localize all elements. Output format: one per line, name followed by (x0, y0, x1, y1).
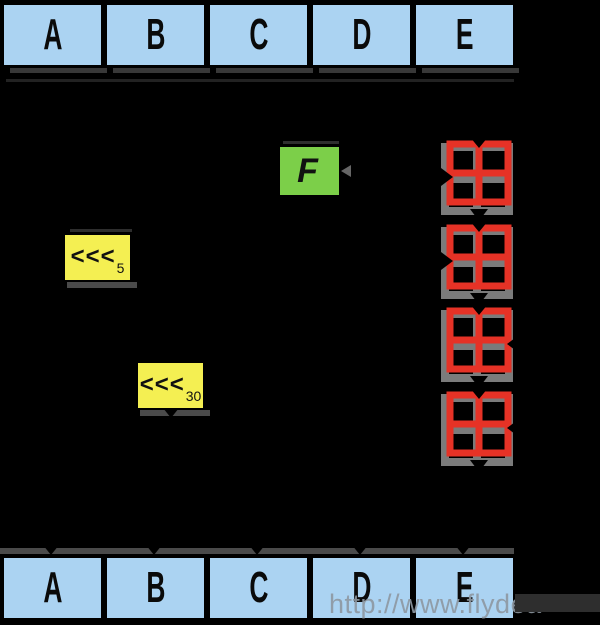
arrow-down-icon (146, 545, 162, 555)
arrow-down-icon (455, 545, 471, 555)
modular-addition-icon (441, 388, 519, 472)
register-label: B (145, 10, 166, 59)
watermark-overflow (515, 594, 600, 612)
register-label: D (351, 563, 372, 612)
register-box-c-top: C (208, 3, 309, 67)
box-shadow (319, 68, 416, 73)
register-box-b-top: B (105, 3, 206, 67)
watermark-text: http://www.flydea (329, 589, 542, 619)
box-shadow (113, 68, 210, 73)
rotate-label: <<< (70, 243, 116, 270)
box-shadow (422, 68, 519, 73)
rotate-label: <<< (139, 371, 185, 398)
box-shadow (67, 282, 137, 288)
bus-line-shadow (6, 79, 514, 82)
box-shadow (216, 68, 313, 73)
register-label: A (42, 10, 63, 59)
modular-addition-icon (441, 137, 513, 221)
rotate-amount: 30 (185, 388, 202, 404)
register-box-e-bottom: E (414, 556, 515, 620)
arrow-down-icon (352, 545, 368, 555)
modular-addition-icon (441, 221, 513, 305)
register-label: E (455, 563, 474, 612)
register-label: C (248, 10, 269, 59)
register-box-e-top: E (414, 3, 515, 67)
register-label: D (351, 10, 372, 59)
function-box-f: F (278, 145, 341, 197)
register-box-a-bottom: A (2, 556, 103, 620)
register-box-d-top: D (311, 3, 412, 67)
register-label: C (248, 563, 269, 612)
arrow-left-icon (341, 165, 351, 177)
register-label: E (455, 10, 474, 59)
register-box-d-bottom: D (311, 556, 412, 620)
function-label: F (297, 152, 318, 190)
line-shadow (70, 229, 132, 232)
register-label: A (42, 563, 63, 612)
register-box-b-bottom: B (105, 556, 206, 620)
box-shadow (10, 68, 107, 73)
register-box-c-bottom: C (208, 556, 309, 620)
rotate-amount: 5 (116, 260, 125, 276)
modular-addition-icon (441, 304, 519, 388)
rotate-left-30-box: <<<30 (136, 361, 205, 410)
arrow-down-icon (249, 545, 265, 555)
arrow-down-icon (163, 408, 179, 418)
rotate-left-5-box: <<<5 (63, 233, 132, 282)
register-label: B (145, 563, 166, 612)
register-box-a-top: A (2, 3, 103, 67)
arrow-down-icon (43, 545, 59, 555)
line-shadow (283, 141, 339, 144)
